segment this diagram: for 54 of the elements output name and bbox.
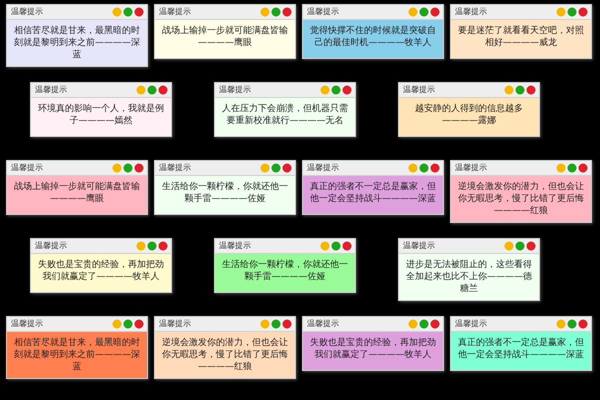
- message-text: 人在压力下会崩溃，但机器只需要重新校准就行————无名: [221, 102, 349, 128]
- message-text: 生活给你一颗柠檬，你就还他一颗手雷————佐娅: [221, 258, 349, 284]
- dialog-title: 温馨提示: [219, 241, 251, 251]
- dialog-title: 温馨提示: [455, 7, 487, 17]
- message-text: 战场上输掉一步就可能满盘皆输————鹰眼: [161, 24, 289, 50]
- dialog-window: [6, 316, 148, 379]
- message-text: 相信苦尽就是甘来，最黑暗的时刻就是黎明到来之前————深蓝: [13, 336, 141, 374]
- dialog-title: 温馨提示: [219, 85, 251, 95]
- dialog-window: [398, 238, 540, 301]
- dialog-window: [30, 82, 172, 137]
- message-text: 失败也是宝贵的经验，再加把劲我们就赢定了————牧羊人: [37, 258, 165, 284]
- dialog-title: 温馨提示: [159, 7, 191, 17]
- message-text: 环境真的影响一个人，我就是例子————嫣然: [37, 102, 165, 128]
- dialog-window: [398, 82, 540, 137]
- dialog-title: 温馨提示: [11, 7, 43, 17]
- dialog-title: 温馨提示: [11, 319, 43, 329]
- message-text: 相信苦尽就是甘来，最黑暗的时刻就是黎明到来之前————深蓝: [13, 24, 141, 62]
- dialog-window: [30, 238, 172, 293]
- message-text: 要是迷茫了就看看天空吧，对照相好————威龙: [457, 24, 585, 50]
- dialog-window: [450, 316, 592, 371]
- dialog-window: [6, 160, 148, 215]
- dialog-title: 温馨提示: [455, 319, 487, 329]
- dialog-title: 温馨提示: [35, 241, 67, 251]
- dialog-window: [302, 4, 444, 59]
- dialog-window: [6, 4, 148, 67]
- message-text: 真正的强者不一定总是赢家，但他一定会坚持战斗————深蓝: [309, 180, 437, 206]
- message-text: 逆境会激发你的潜力，但也会让你无暇思考，慢了比错了更后悔————红狼: [161, 336, 289, 374]
- dialog-window: [214, 82, 356, 137]
- dialog-title: 温馨提示: [403, 85, 435, 95]
- message-text: 逆境会激发你的潜力，但也会让你无暇思考，慢了比错了更后悔————红狼: [457, 180, 585, 218]
- dialog-window: [214, 238, 356, 293]
- dialog-title: 温馨提示: [11, 163, 43, 173]
- message-text: 真正的强者不一定总是赢家，但他一定会坚持战斗————深蓝: [457, 336, 585, 362]
- message-text: 觉得快撑不住的时候就是突破自己的最佳时机————牧羊人: [309, 24, 437, 50]
- dialog-title: 温馨提示: [403, 241, 435, 251]
- message-text: 失败也是宝贵的经验，再加把劲我们就赢定了————牧羊人: [309, 336, 437, 362]
- dialog-title: 温馨提示: [307, 319, 339, 329]
- dialog-window: [450, 4, 592, 59]
- message-text: 生活给你一颗柠檬，你就还他一颗手雷————佐娅: [161, 180, 289, 206]
- dialog-title: 温馨提示: [455, 163, 487, 173]
- message-text: 战场上输掉一步就可能满盘皆输————鹰眼: [13, 180, 141, 206]
- message-text: 越安静的人得到的信息越多————露娜: [414, 102, 524, 128]
- dialog-title: 温馨提示: [35, 85, 67, 95]
- dialog-window: [154, 160, 296, 215]
- dialog-title: 温馨提示: [307, 163, 339, 173]
- dialog-window: [154, 4, 296, 59]
- message-text: 进步是无法被阻止的，这些看得全加起来也比不上你————德糖兰: [405, 258, 533, 296]
- dialog-title: 温馨提示: [307, 7, 339, 17]
- dialog-window: [154, 316, 296, 379]
- dialog-window: [302, 160, 444, 215]
- dialog-window: [450, 160, 592, 223]
- dialog-title: 温馨提示: [159, 319, 191, 329]
- dialog-title: 温馨提示: [159, 163, 191, 173]
- dialog-window: [302, 316, 444, 371]
